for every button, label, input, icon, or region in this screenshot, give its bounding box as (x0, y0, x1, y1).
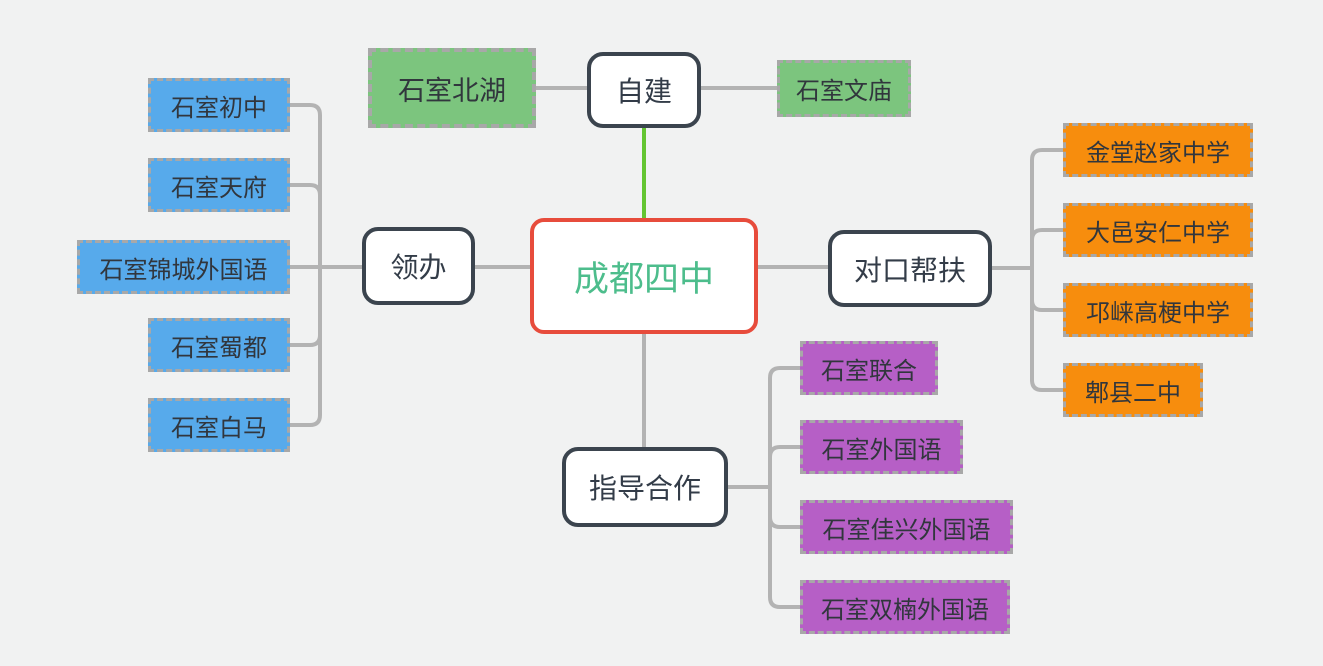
leaf-shishi-foreign[interactable]: 石室外国语 (800, 420, 963, 474)
branch-node-lead-run[interactable]: 领办 (362, 227, 475, 305)
leaf-shishi-beihu[interactable]: 石室北湖 (368, 48, 536, 128)
leaf-dayi-anren[interactable]: 大邑安仁中学 (1063, 203, 1253, 257)
connector-guidancecoop-bracket (642, 334, 800, 609)
connector-leadrun-bracket (290, 103, 530, 427)
leaf-qionglai-gaogeng[interactable]: 邛崃高梗中学 (1063, 283, 1253, 337)
leaf-shishi-wenmiao[interactable]: 石室文庙 (777, 60, 911, 117)
root-node-chengdu-no4[interactable]: 成都四中 (530, 218, 758, 334)
connector-pairedsupport-bracket (758, 148, 1063, 392)
leaf-shishi-jiaxing-foreign[interactable]: 石室佳兴外国语 (800, 500, 1013, 554)
leaf-shishi-shuangnan-foreign[interactable]: 石室双楠外国语 (800, 580, 1010, 634)
leaf-shishi-tianfu[interactable]: 石室天府 (148, 158, 290, 212)
leaf-pixian-erzhong[interactable]: 郫县二中 (1063, 363, 1203, 417)
leaf-shishi-baima[interactable]: 石室白马 (148, 398, 290, 452)
leaf-shishi-chuzhong[interactable]: 石室初中 (148, 78, 290, 132)
leaf-shishi-jincheng-foreign[interactable]: 石室锦城外国语 (77, 240, 290, 294)
branch-node-paired-support[interactable]: 对口帮扶 (828, 230, 992, 307)
leaf-shishi-lianhe[interactable]: 石室联合 (800, 341, 938, 395)
branch-node-guidance-coop[interactable]: 指导合作 (562, 447, 728, 527)
leaf-shishi-shudu[interactable]: 石室蜀都 (148, 318, 290, 372)
branch-node-self-build[interactable]: 自建 (587, 52, 701, 128)
leaf-jintang-zhaojia[interactable]: 金堂赵家中学 (1063, 123, 1253, 177)
